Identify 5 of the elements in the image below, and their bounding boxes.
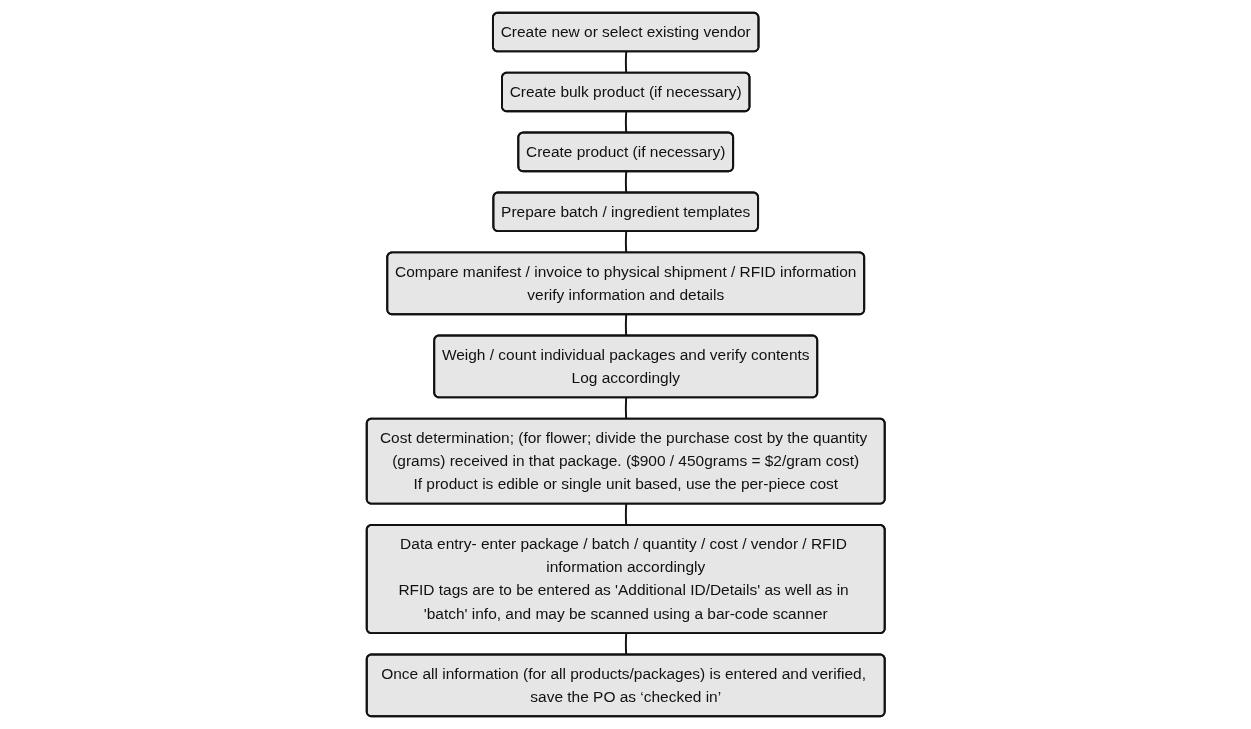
- connector: [624, 110, 627, 134]
- connector: [624, 313, 627, 337]
- connector: [624, 230, 627, 254]
- connector: [624, 170, 627, 194]
- connector: [624, 632, 627, 656]
